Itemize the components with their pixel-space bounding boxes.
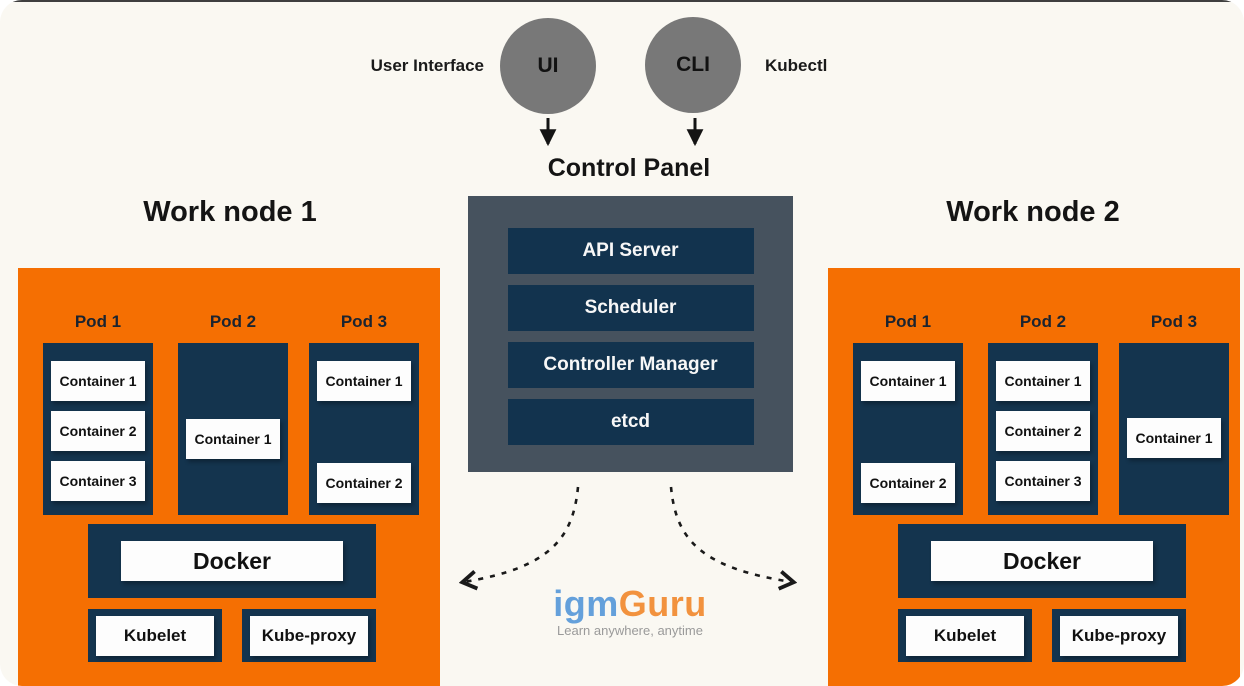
kube-proxy-box: Kube-proxy xyxy=(1052,609,1186,662)
top-edge-line xyxy=(0,0,1244,2)
ui-circle: UI xyxy=(500,18,596,114)
kubelet-label: Kubelet xyxy=(906,615,1024,656)
pod-label: Pod 3 xyxy=(1150,312,1198,331)
container-box: Container 2 xyxy=(861,463,955,503)
pod-box: Container 1 Container 2 xyxy=(853,343,963,515)
container-box: Container 2 xyxy=(51,411,145,451)
kube-proxy-label: Kube-proxy xyxy=(1060,615,1178,656)
container-box: Container 1 xyxy=(186,419,280,459)
work-node-2-title: Work node 2 xyxy=(946,196,1120,228)
container-box: Container 1 xyxy=(861,361,955,401)
kubelet-box: Kubelet xyxy=(88,609,222,662)
pod-box: Container 1 Container 2 Container 3 xyxy=(988,343,1098,515)
container-box: Container 1 xyxy=(996,361,1090,401)
logo-part-guru: Guru xyxy=(618,583,707,624)
kube-proxy-label: Kube-proxy xyxy=(250,615,368,656)
igmguru-wordmark: igmGuru xyxy=(460,586,800,622)
control-panel-box: API Server Scheduler Controller Manager … xyxy=(468,196,793,472)
pod-box: Container 1 xyxy=(1119,343,1229,515)
kubelet-box: Kubelet xyxy=(898,609,1032,662)
cli-circle: CLI xyxy=(645,17,741,113)
pod-label: Pod 3 xyxy=(340,312,388,331)
logo-tagline: Learn anywhere, anytime xyxy=(557,623,703,638)
container-box: Container 1 xyxy=(317,361,411,401)
etcd-component: etcd xyxy=(507,399,754,445)
pod-box: Container 1 Container 2 xyxy=(309,343,419,515)
container-box: Container 1 xyxy=(1127,418,1221,458)
work-node-2: Pod 1 Pod 2 Pod 3 Container 1 Container … xyxy=(828,268,1240,686)
container-box: Container 2 xyxy=(317,463,411,503)
api-server-component: API Server xyxy=(507,228,754,274)
container-box: Container 3 xyxy=(51,461,145,501)
docker-box: Docker xyxy=(88,524,376,598)
control-panel-title: Control Panel xyxy=(547,154,711,182)
pod-label: Pod 1 xyxy=(74,312,122,331)
pod-box: Container 1 xyxy=(178,343,288,515)
igmguru-logo: igmGuru Learn anywhere, anytime xyxy=(460,586,800,639)
controller-manager-component: Controller Manager xyxy=(507,342,754,388)
kubelet-label: Kubelet xyxy=(96,615,214,656)
dashed-arrow-to-node2-icon xyxy=(669,486,792,582)
pod-box: Container 1 Container 2 Container 3 xyxy=(43,343,153,515)
scheduler-component: Scheduler xyxy=(507,285,754,331)
docker-box: Docker xyxy=(898,524,1186,598)
work-node-1: Pod 1 Pod 2 Pod 3 Container 1 Container … xyxy=(18,268,440,686)
pod-label: Pod 2 xyxy=(1019,312,1067,331)
docker-label: Docker xyxy=(121,541,343,581)
container-box: Container 2 xyxy=(996,411,1090,451)
logo-part-igm: igm xyxy=(553,583,619,624)
pod-label: Pod 1 xyxy=(884,312,932,331)
docker-label: Docker xyxy=(931,541,1153,581)
container-box: Container 1 xyxy=(51,361,145,401)
dashed-arrow-to-node1-icon xyxy=(464,486,580,582)
user-interface-label: User Interface xyxy=(370,56,484,75)
work-node-1-title: Work node 1 xyxy=(143,196,317,228)
container-box: Container 3 xyxy=(996,461,1090,501)
pod-label: Pod 2 xyxy=(209,312,257,331)
kubectl-label: Kubectl xyxy=(765,56,828,75)
kube-proxy-box: Kube-proxy xyxy=(242,609,376,662)
